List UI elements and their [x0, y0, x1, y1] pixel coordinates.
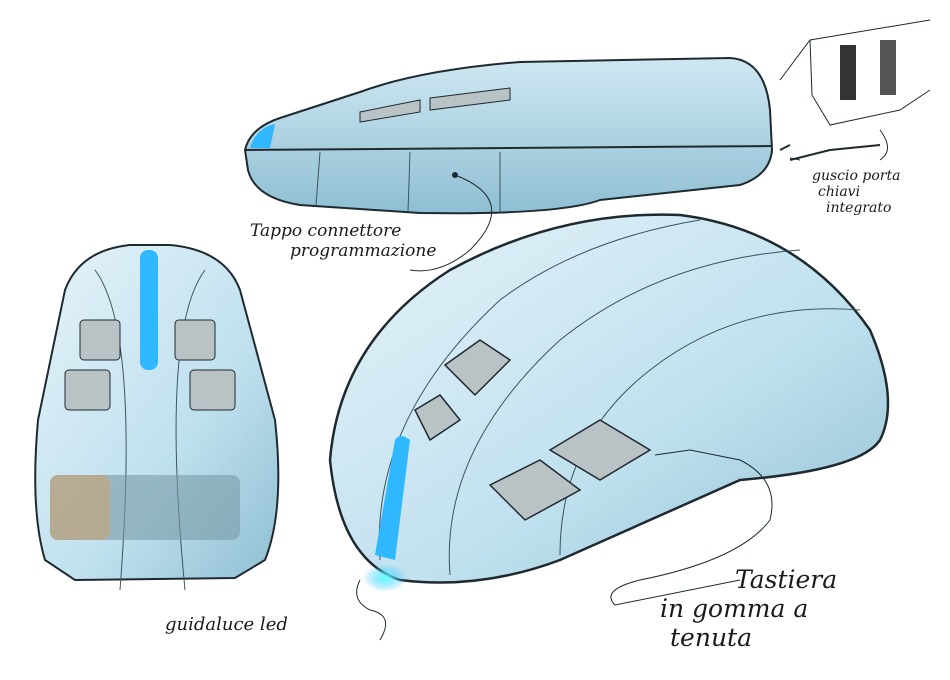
annotation-line: tenuta — [670, 622, 752, 652]
annotation-keypad: Tastiera in gomma a tenuta — [660, 565, 838, 652]
perspective-view — [328, 213, 890, 641]
annotation-connector-cap: Tappo connettore programmazione — [250, 221, 437, 261]
keypad-keys — [414, 339, 652, 521]
led-light-guide-top — [140, 250, 158, 370]
key-slot-detail — [840, 45, 856, 100]
led-light-guide — [375, 436, 410, 560]
side-view — [243, 19, 931, 272]
annotation-line: Tastiera — [735, 565, 838, 594]
led-light-guide-side — [250, 124, 275, 148]
top-view — [34, 244, 280, 591]
annotation-key-shell: guscio porta chiavi integrato — [812, 168, 900, 216]
annotation-line: chiavi — [818, 184, 861, 201]
annotation-line: programmazione — [290, 240, 437, 261]
annotation-light-guide: guidaluce led — [165, 614, 288, 635]
annotation-line: Tappo connettore — [250, 221, 402, 241]
annotation-line: in gomma a — [660, 593, 809, 623]
annotation-line: guscio porta — [812, 168, 901, 184]
annotation-line: integrato — [826, 200, 892, 217]
